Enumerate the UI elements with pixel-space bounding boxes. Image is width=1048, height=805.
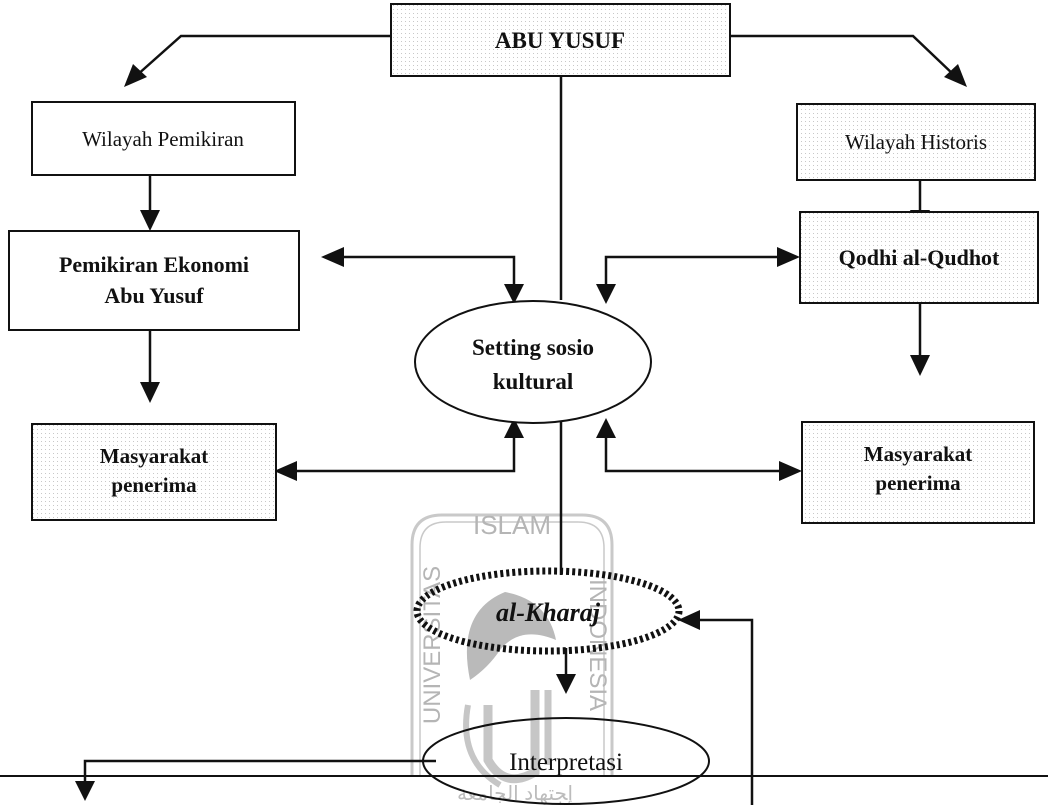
arrowhead-to-interpretasi [556, 674, 576, 694]
node-abu-yusuf: ABU YUSUF [390, 3, 731, 77]
node-masyarakat-right-line1: Masyarakat [864, 442, 973, 466]
node-masyarakat-left-line1: Masyarakat [100, 444, 209, 468]
arrowhead-masyarakat-right-to-setting [596, 418, 616, 438]
node-al-kharaj: al-Kharaj [413, 567, 683, 655]
edge-abu-to-wilayah-pemikiran [135, 34, 391, 77]
arrowhead-interpretasi-left [75, 781, 95, 801]
node-setting-line2: kultural [493, 369, 574, 394]
watermark-text-top: ISLAM [473, 510, 551, 540]
node-wilayah-pemikiran-label: Wilayah Pemikiran [82, 127, 244, 151]
watermark-logo: ﺇﺠﺘﻬﺎﺩ ﺍﻟﺠﺎﻣﻌﺔ [410, 513, 614, 805]
edge-feedback-to-kharaj [697, 618, 754, 805]
arrowhead-qodhi-down [910, 355, 930, 376]
arrowhead-abu-left [124, 64, 147, 87]
watermark-arabic: ﺇﺠﺘﻬﺎﺩ ﺍﻟﺠﺎﻣﻌﺔ [457, 783, 573, 805]
node-interpretasi: Interpretasi [422, 717, 710, 805]
arrowhead-to-masyarakat-right [779, 461, 802, 481]
node-qodhi-label: Qodhi al-Qudhot [839, 245, 1000, 270]
edge-masyarakat-left-setting [293, 436, 516, 473]
edge-interpretasi-left [83, 759, 436, 783]
arrowhead-abu-right [944, 64, 967, 87]
node-abu-yusuf-label: ABU YUSUF [495, 28, 625, 53]
edge-masyarakat-right-setting [604, 436, 783, 473]
node-interpretasi-label: Interpretasi [509, 749, 623, 776]
node-wilayah-historis-label: Wilayah Historis [845, 130, 987, 154]
arrowhead-to-masyarakat-left [274, 461, 297, 481]
node-wilayah-historis: Wilayah Historis [796, 103, 1036, 181]
node-wilayah-pemikiran: Wilayah Pemikiran [31, 101, 296, 176]
node-masyarakat-right-line2: penerima [875, 471, 961, 495]
edge-qodhi-setting [604, 255, 781, 286]
arrowhead-pemikiran-down [140, 382, 160, 403]
node-masyarakat-right: Masyarakat penerima [801, 421, 1035, 524]
node-masyarakat-left: Masyarakat penerima [31, 423, 277, 521]
edge-abu-to-wilayah-historis [730, 34, 956, 77]
node-pemikiran-ekonomi-line2: Abu Yusuf [104, 283, 204, 308]
node-qodhi: Qodhi al-Qudhot [799, 211, 1039, 304]
arrowhead-masyarakat-left-to-setting [504, 418, 524, 438]
node-masyarakat-left-line2: penerima [111, 473, 197, 497]
node-al-kharaj-label: al-Kharaj [496, 598, 601, 627]
node-pemikiran-ekonomi-line1: Pemikiran Ekonomi [59, 252, 249, 277]
arrowhead-to-kharaj [678, 610, 700, 630]
arrowhead-qodhi-to-setting [596, 284, 616, 304]
node-pemikiran-ekonomi: Pemikiran Ekonomi Abu Yusuf [8, 230, 300, 331]
node-setting-line1: Setting sosio [472, 335, 594, 360]
arrowhead-to-qodhi [777, 247, 800, 267]
node-setting-sosio-kultural: Setting sosio kultural [414, 300, 652, 424]
arrowhead-wp-down [140, 210, 160, 231]
arrowhead-to-pemikiran [321, 247, 344, 267]
edge-pemikiran-setting [340, 255, 516, 286]
arrowhead-pemikiran-to-setting [504, 284, 524, 304]
